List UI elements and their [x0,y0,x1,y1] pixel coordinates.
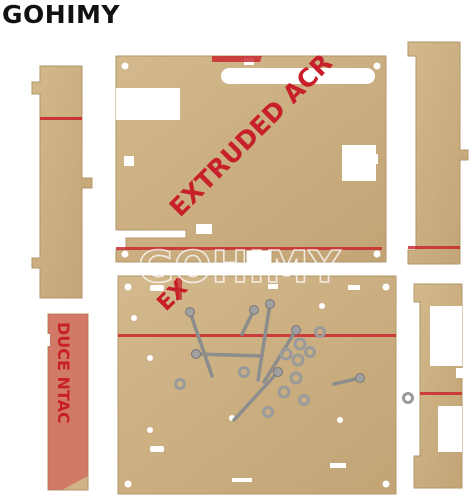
film-label-side: DUCE NTAC [54,322,73,424]
left-side-panel [31,65,93,299]
screws [185,299,365,422]
right-bottom-side-panel [413,283,466,489]
watermark-text: GOHIMY [138,242,342,293]
top-cover-panel: EXTRUDED ACR [115,48,387,263]
left-bottom-side-panel: DUCE NTAC [40,313,89,491]
nuts-and-washers [174,326,414,418]
right-top-side-panel [407,41,469,265]
brand-logo: GOHIMY [2,0,120,29]
